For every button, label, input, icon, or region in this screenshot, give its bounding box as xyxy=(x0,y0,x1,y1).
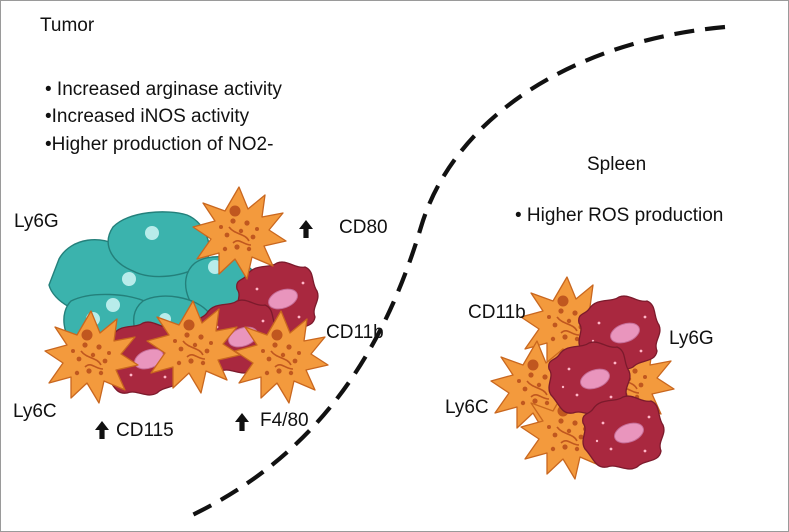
spleen-label-ly6g: Ly6G xyxy=(669,328,714,349)
tumor-title: Tumor xyxy=(40,15,95,36)
tumor-label-ly6c: Ly6C xyxy=(13,401,57,422)
spleen-label-ly6c: Ly6C xyxy=(445,397,489,418)
spleen-label-cd11b: CD11b xyxy=(468,302,526,323)
divider-arc xyxy=(185,24,726,520)
tumor-label-cd80: CD80 xyxy=(339,217,388,238)
tumor-label-cd115: CD115 xyxy=(116,420,174,441)
spleen-title: Spleen xyxy=(587,154,647,175)
arrow-up-icon xyxy=(235,413,249,431)
tumor-label-ly6g: Ly6G xyxy=(14,211,59,232)
tumor-label-cd11b: CD11b xyxy=(326,322,384,343)
arrow-up-icon xyxy=(299,220,313,238)
spleen-bullet-ros: • Higher ROS production xyxy=(515,205,724,226)
tumor-bullet-inos: •Increased iNOS activity xyxy=(45,106,250,127)
tumor-bullet-no2: •Higher production of NO2- xyxy=(45,134,274,155)
arrow-up-icon xyxy=(95,421,109,439)
tumor-bullet-arginase: • Increased arginase activity xyxy=(45,79,282,100)
spleen-macrophage xyxy=(582,395,665,470)
tumor-label-f480: F4/80 xyxy=(260,410,309,431)
